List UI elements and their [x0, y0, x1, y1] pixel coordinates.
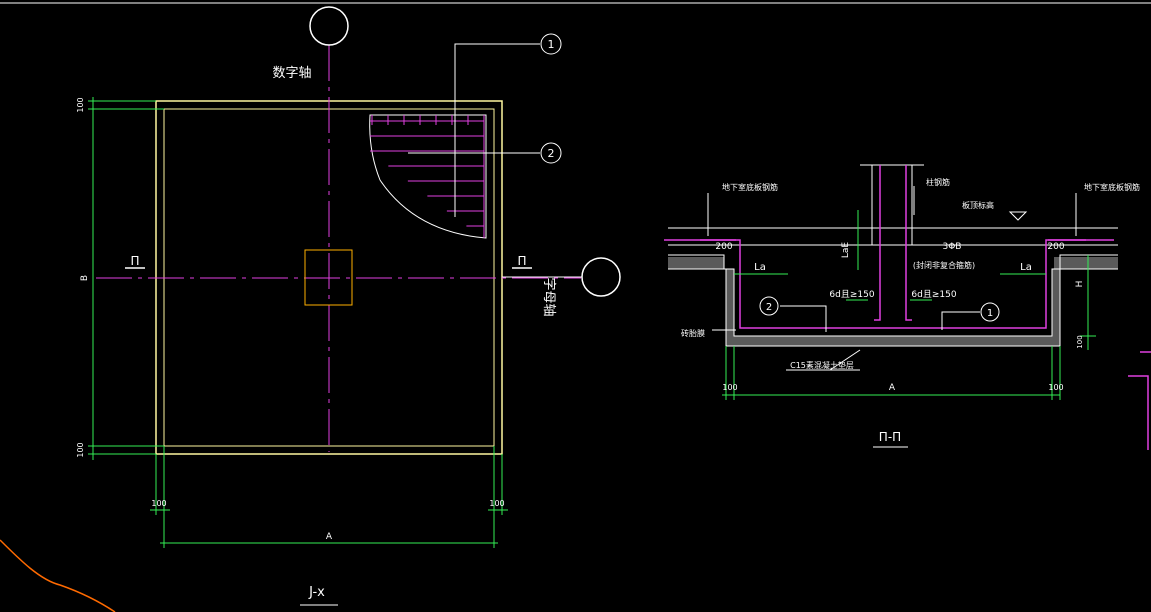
section-title: Π-Π	[879, 430, 901, 444]
rebar-grid-boundary	[369, 114, 487, 239]
label-brick-formwork: 砖胎膜	[681, 328, 705, 338]
label-la-right: La	[1020, 262, 1032, 273]
section-view	[664, 164, 1151, 450]
section-callout-1: 1	[987, 308, 993, 319]
cushion-right	[1054, 257, 1118, 269]
section-mark-right: Π	[517, 254, 526, 268]
dim-a: A	[326, 532, 333, 542]
cushion-left	[668, 257, 724, 269]
column-bar-left	[874, 165, 881, 321]
label-stirrup-note: (封闭非复合箍筋)	[913, 260, 975, 270]
callout-2-circle[interactable]	[540, 142, 562, 164]
cushion-bottom	[726, 336, 1060, 346]
section-dimensions	[722, 210, 1096, 400]
number-axis-label: 数字轴	[272, 66, 311, 81]
axis-circle-top[interactable]	[309, 6, 349, 46]
dim-top-100: 100	[76, 97, 85, 112]
dim-200-left: 200	[715, 242, 732, 252]
plan-dimensions	[88, 97, 508, 548]
dim-100-right: 100	[489, 499, 504, 508]
plan-title: J-x	[308, 585, 325, 600]
section-callout-1-circle[interactable]	[980, 302, 1000, 322]
label-basement-floor-right: 地下室底板钢筋	[1084, 182, 1140, 192]
pit-cushion-outline	[668, 268, 1118, 347]
dim-200-right: 200	[1047, 242, 1064, 252]
brick-wall-left	[726, 269, 734, 336]
column-outline[interactable]	[304, 249, 353, 306]
callout-1-leader	[454, 43, 540, 217]
letter-axis-label: 字母轴	[541, 277, 556, 316]
leader-callout-2	[780, 305, 827, 332]
plan-view	[88, 6, 621, 606]
axis-circle-right[interactable]	[581, 257, 621, 297]
leader-callout-1	[941, 311, 980, 330]
label-basement-floor-left: 地下室底板钢筋	[722, 182, 778, 192]
label-lae: LaE	[841, 242, 851, 259]
label-rebar-3: 3ΦB	[943, 242, 962, 252]
pit-outline	[668, 254, 1118, 337]
dim-side-b: B	[80, 275, 90, 281]
callout-1-circle[interactable]	[540, 33, 562, 55]
dim-100-left: 100	[151, 499, 166, 508]
dim-a-section: A	[889, 383, 896, 393]
dim-bottom-100: 100	[76, 442, 85, 457]
brick-wall-right	[1052, 269, 1060, 336]
callout-2-number: 2	[548, 147, 555, 160]
section-callout-2: 2	[766, 302, 772, 313]
label-cushion: C15素混凝土垫层	[790, 360, 854, 370]
label-column-rebar: 柱钢筋	[926, 177, 950, 187]
callout-1-number: 1	[548, 38, 555, 51]
section-mark-left: Π	[130, 254, 139, 268]
dim-100-vertical: 100	[1076, 335, 1084, 348]
pit-rebar	[700, 239, 1086, 329]
column-bar-right	[905, 165, 912, 321]
label-6d-right: 6d且≥150	[911, 289, 956, 300]
label-la-left: La	[754, 262, 766, 273]
partial-view-right	[1128, 375, 1149, 450]
curve-line	[0, 539, 116, 612]
label-6d-left: 6d且≥150	[829, 289, 874, 300]
rebar-grid[interactable]	[369, 114, 487, 239]
leader-cushion	[829, 349, 861, 371]
label-floor-elevation: 板顶标高	[962, 200, 994, 210]
dim-100-left-section: 100	[722, 383, 737, 392]
elevation-symbol	[1008, 211, 1028, 221]
dim-h: H	[1075, 281, 1085, 288]
section-callout-2-circle[interactable]	[759, 296, 779, 316]
dim-100-right-section: 100	[1048, 383, 1063, 392]
